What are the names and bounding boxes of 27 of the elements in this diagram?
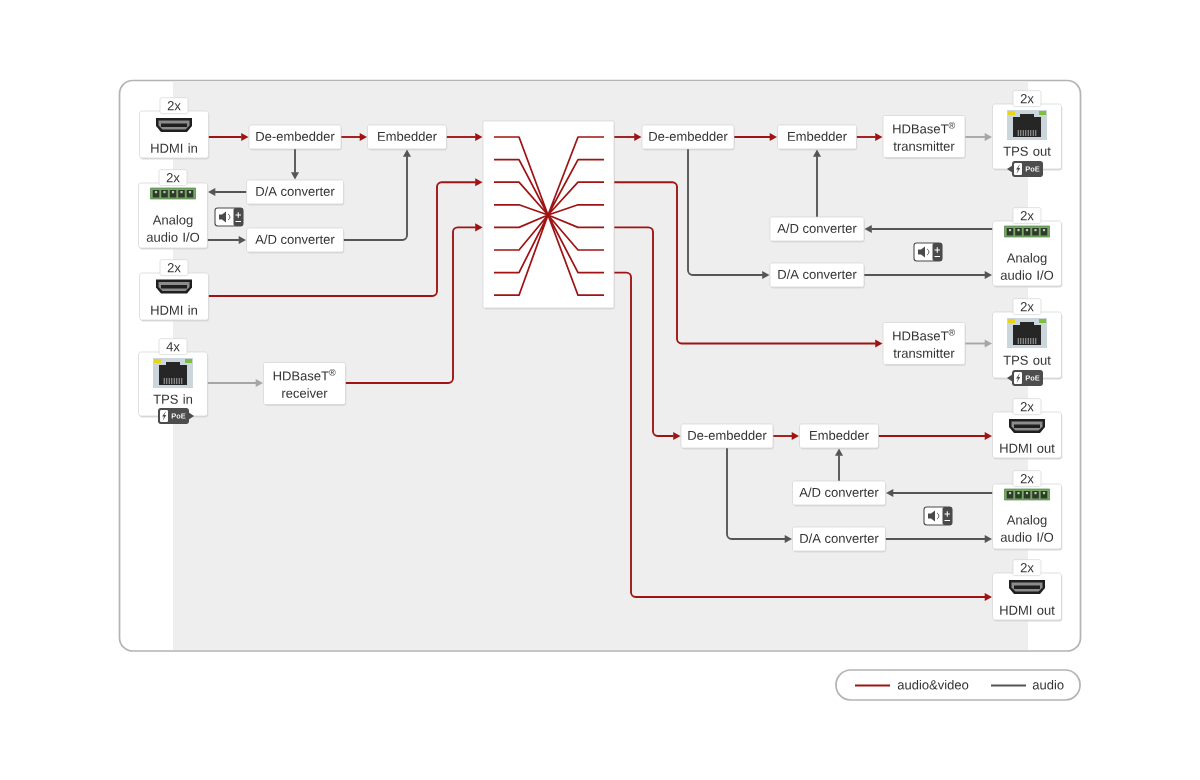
count-tab: 2x bbox=[1012, 207, 1042, 224]
process-box: Embedder bbox=[799, 423, 880, 450]
process-box: HDBaseT$^{®}$ receiver bbox=[263, 362, 347, 406]
process-box: A/D converter bbox=[246, 227, 345, 254]
count-tab: 2x bbox=[1012, 398, 1042, 415]
count-tab: 4x bbox=[158, 338, 188, 355]
count-tab: 2x bbox=[1012, 559, 1042, 576]
process-box: Embedder bbox=[777, 124, 858, 151]
process-box: A/D converter bbox=[792, 480, 887, 507]
legend-label: audio&video bbox=[897, 679, 969, 690]
count-tab: 2x bbox=[158, 169, 188, 186]
process-box: D/A converter bbox=[769, 262, 865, 289]
process-box: De-embedder bbox=[680, 423, 774, 450]
process-box: A/D converter bbox=[769, 216, 865, 243]
count-tab: 2x bbox=[1012, 298, 1042, 315]
process-box: D/A converter bbox=[246, 179, 345, 206]
process-box: D/A converter bbox=[792, 526, 887, 553]
count-tab: 2x bbox=[159, 259, 189, 276]
count-tab: 2x bbox=[1012, 470, 1042, 487]
legend-label: audio bbox=[1032, 679, 1064, 690]
process-box: HDBaseT$^{®}$ transmitter bbox=[882, 115, 966, 159]
process-box: Embedder bbox=[367, 124, 448, 151]
count-tab: 2x bbox=[159, 97, 189, 114]
process-box: De-embedder bbox=[641, 124, 735, 151]
process-box: HDBaseT$^{®}$ transmitter bbox=[882, 322, 966, 366]
count-tab: 2x bbox=[1012, 90, 1042, 107]
process-box: De-embedder bbox=[248, 124, 342, 151]
